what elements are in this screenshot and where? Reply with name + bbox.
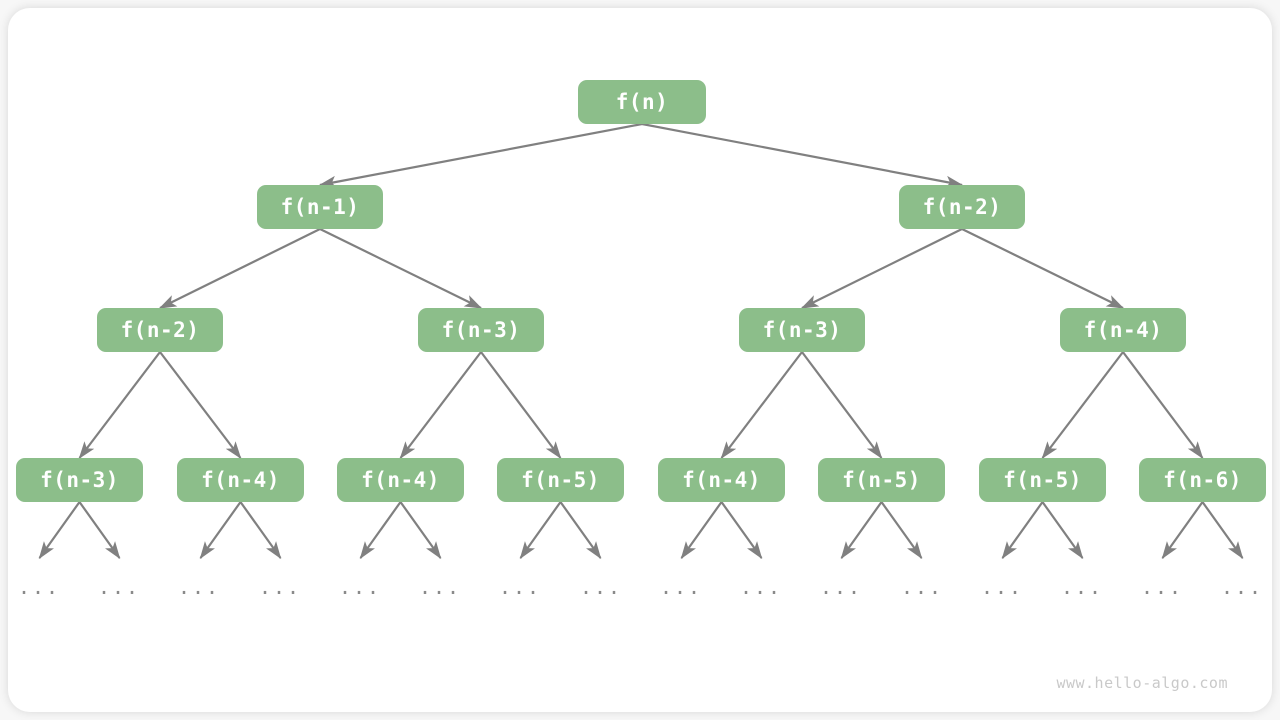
ellipsis-marker-3: ... xyxy=(258,575,302,599)
ellipsis-marker-15: ... xyxy=(1220,575,1264,599)
tree-node-label: f(n-4) xyxy=(682,468,761,492)
tree-node-n3: f(n-2) xyxy=(97,308,223,352)
ellipsis-marker-9: ... xyxy=(739,575,783,599)
tree-node-n12: f(n-5) xyxy=(818,458,945,502)
tree-node-n13: f(n-5) xyxy=(979,458,1106,502)
tree-node-label: f(n-4) xyxy=(361,468,440,492)
tree-node-n10: f(n-5) xyxy=(497,458,624,502)
ellipsis-marker-6: ... xyxy=(498,575,542,599)
tree-node-label: f(n-3) xyxy=(441,318,521,342)
ellipsis-marker-0: ... xyxy=(17,575,61,599)
tree-node-label: f(n-6) xyxy=(1163,468,1242,492)
tree-node-label: f(n-4) xyxy=(1083,318,1163,342)
ellipsis-marker-5: ... xyxy=(418,575,462,599)
tree-node-label: f(n-1) xyxy=(280,195,360,219)
ellipsis-marker-7: ... xyxy=(579,575,623,599)
tree-node-label: f(n-5) xyxy=(842,468,921,492)
tree-node-n1: f(n-1) xyxy=(257,185,383,229)
ellipsis-marker-12: ... xyxy=(980,575,1024,599)
ellipsis-marker-2: ... xyxy=(177,575,221,599)
ellipsis-marker-10: ... xyxy=(819,575,863,599)
ellipsis-marker-11: ... xyxy=(900,575,944,599)
tree-node-n4: f(n-3) xyxy=(418,308,544,352)
tree-node-n11: f(n-4) xyxy=(658,458,785,502)
ellipsis-marker-8: ... xyxy=(659,575,703,599)
tree-node-n6: f(n-4) xyxy=(1060,308,1186,352)
tree-node-label: f(n-5) xyxy=(521,468,600,492)
tree-node-n9: f(n-4) xyxy=(337,458,464,502)
tree-node-n7: f(n-3) xyxy=(16,458,143,502)
tree-node-label: f(n-2) xyxy=(120,318,200,342)
tree-node-label: f(n-3) xyxy=(40,468,119,492)
tree-node-n2: f(n-2) xyxy=(899,185,1025,229)
ellipsis-marker-14: ... xyxy=(1140,575,1184,599)
ellipsis-marker-1: ... xyxy=(97,575,141,599)
tree-node-label: f(n-2) xyxy=(922,195,1002,219)
tree-node-n5: f(n-3) xyxy=(739,308,865,352)
ellipsis-marker-4: ... xyxy=(338,575,382,599)
tree-node-label: f(n-4) xyxy=(201,468,280,492)
watermark-label: www.hello-algo.com xyxy=(1056,674,1228,692)
tree-node-label: f(n) xyxy=(615,90,669,114)
tree-node-label: f(n-3) xyxy=(762,318,842,342)
tree-node-label: f(n-5) xyxy=(1003,468,1082,492)
ellipsis-marker-13: ... xyxy=(1060,575,1104,599)
tree-node-n14: f(n-6) xyxy=(1139,458,1266,502)
tree-node-n0: f(n) xyxy=(578,80,706,124)
tree-node-n8: f(n-4) xyxy=(177,458,304,502)
